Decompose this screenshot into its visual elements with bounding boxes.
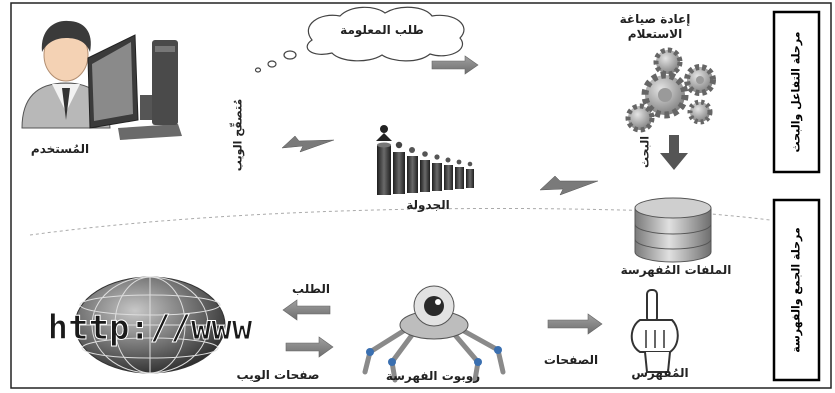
label-indexer: المُفهرس xyxy=(631,366,689,380)
label-query-reformulation: إعادة صياغة الاستعلام xyxy=(619,12,691,41)
arrow-from-database xyxy=(539,175,599,196)
arrow-pages xyxy=(547,313,603,335)
globe-url-text: http://www xyxy=(48,308,253,348)
arrow-right-top xyxy=(431,55,479,75)
phase-label-interaction: مرحلة التفاعل والبحث xyxy=(789,31,803,153)
arrow-web-pages xyxy=(285,336,334,358)
phase-box-crawl xyxy=(772,198,821,382)
arrow-to-user xyxy=(281,135,335,153)
phase-divider xyxy=(29,207,771,236)
label-indexed-files: الملفات المُفهرسة xyxy=(620,263,732,277)
label-ranking: الجدولة xyxy=(406,198,450,212)
database-icon xyxy=(634,197,712,263)
label-request-information: طلب المعلومة xyxy=(340,23,424,37)
label-web-pages: صفحات الويب xyxy=(236,368,320,382)
phase-box-interaction xyxy=(772,10,821,174)
globe-icon xyxy=(74,276,226,374)
label-search: البحث xyxy=(638,136,652,168)
label-user: المُستخدم xyxy=(30,142,90,156)
indexing-robot-icon xyxy=(362,285,506,383)
label-request: الطلب xyxy=(292,282,330,296)
arrow-down-search xyxy=(660,135,688,170)
computer-monitor-icon xyxy=(87,34,182,140)
label-indexing-robot: روبوت الفهرسة xyxy=(385,369,481,383)
label-web-browser: مُتصفِّح الويب xyxy=(231,98,245,172)
arrow-request xyxy=(282,299,331,321)
label-pages: الصفحات xyxy=(543,353,599,367)
user-icon xyxy=(21,20,111,129)
ranking-bars-icon xyxy=(376,125,474,195)
phase-label-crawl: مرحلة الجمع والفهرسة xyxy=(789,227,803,353)
thought-bubble xyxy=(254,6,465,73)
gears-icon xyxy=(625,47,716,133)
indexer-hand-icon xyxy=(630,289,679,373)
